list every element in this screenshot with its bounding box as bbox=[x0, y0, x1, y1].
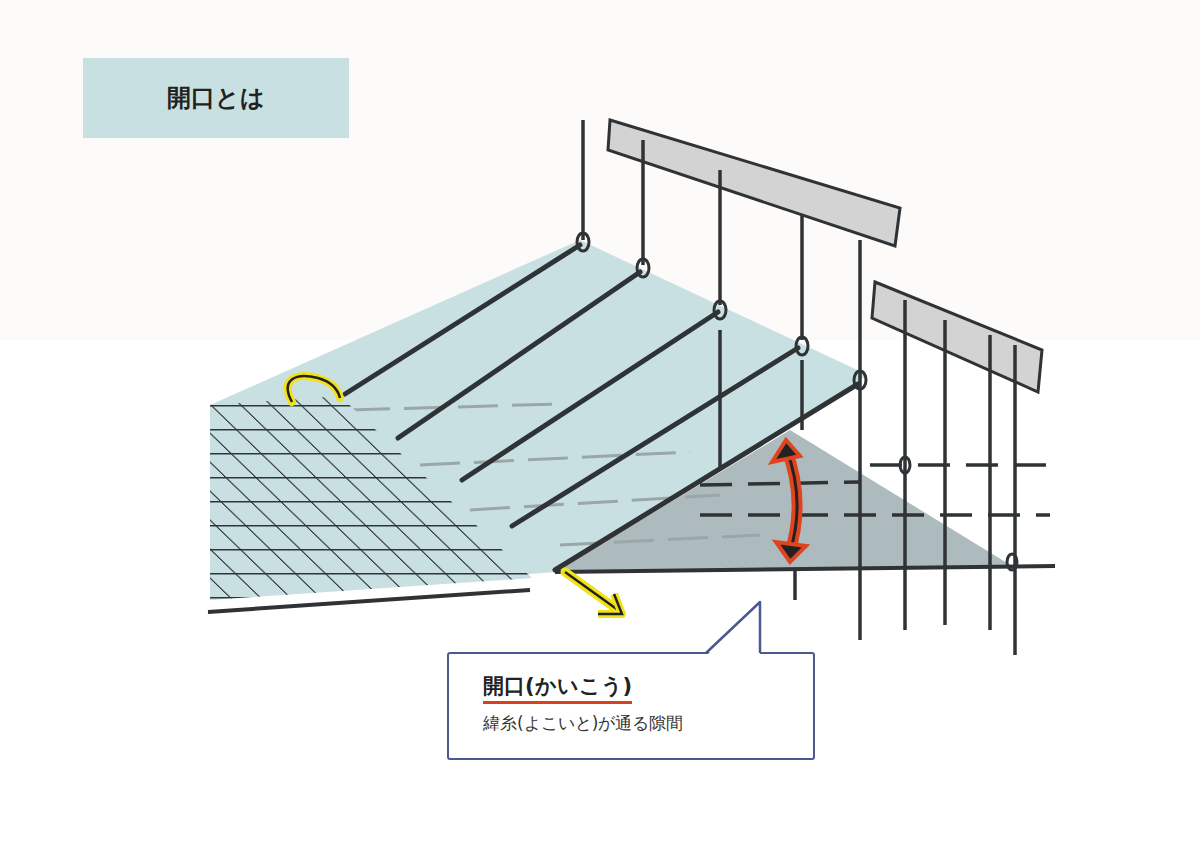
callout-body: 緯糸(よこいと)が通る隙間 bbox=[483, 712, 793, 735]
heddle-eyes bbox=[577, 233, 1017, 570]
callout-heading: 開口(かいこう) bbox=[483, 672, 632, 704]
callout-box: 開口(かいこう) 緯糸(よこいと)が通る隙間 bbox=[447, 652, 815, 760]
opening-arrow bbox=[772, 440, 806, 562]
heddle-wires bbox=[583, 120, 1015, 655]
upper-warp-threads bbox=[345, 245, 858, 570]
title-text: 開口とは bbox=[167, 82, 265, 114]
title-box: 開口とは bbox=[83, 58, 349, 138]
lower-warp-line bbox=[555, 566, 1055, 572]
highlight-marks bbox=[288, 376, 622, 614]
cloth bbox=[210, 396, 532, 600]
heddle-frame bbox=[608, 120, 900, 246]
right-warp-dashes bbox=[700, 465, 1055, 515]
cloth-edge bbox=[208, 590, 530, 612]
cloth-weave bbox=[210, 396, 532, 600]
